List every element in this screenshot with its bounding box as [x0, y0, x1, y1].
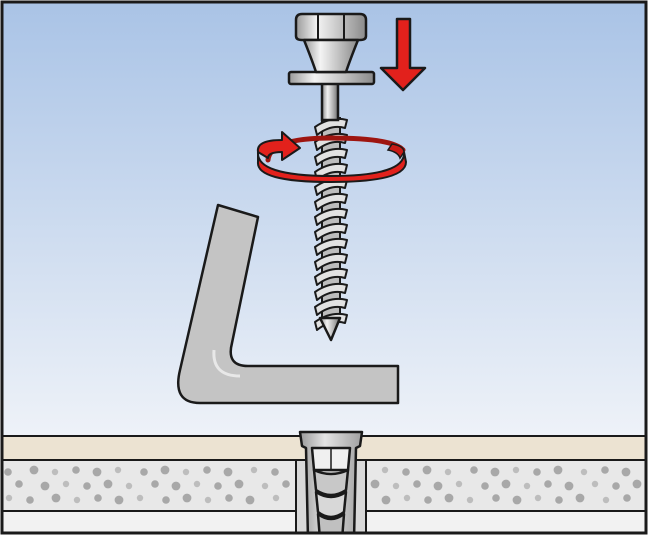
concrete-speckle	[591, 480, 599, 488]
concrete-speckle	[225, 494, 233, 502]
concrete-speckle	[214, 482, 222, 490]
concrete-speckle	[4, 468, 12, 476]
bracket-bend-highlight	[212, 349, 241, 378]
concrete-speckle	[534, 494, 542, 502]
concrete-speckle	[250, 466, 258, 474]
concrete-speckle	[103, 479, 113, 489]
concrete-speckle	[203, 466, 211, 474]
concrete-speckle	[422, 465, 432, 475]
hex-head-screw-icon	[294, 12, 368, 74]
concrete-speckle	[136, 494, 144, 502]
thread-turn	[314, 192, 348, 211]
concrete-speckle	[413, 480, 421, 488]
concrete-speckle	[92, 467, 102, 477]
concrete-speckle	[544, 480, 552, 488]
concrete-speckle	[555, 496, 563, 504]
concrete-speckle	[470, 466, 478, 474]
concrete-speckle	[512, 495, 522, 505]
washer-icon	[287, 70, 376, 86]
concrete-speckle	[612, 482, 620, 490]
thread-turn	[314, 147, 348, 166]
concrete-speckle	[424, 496, 432, 504]
concrete-speckle	[26, 496, 34, 504]
thread-turn	[314, 237, 348, 256]
concrete-speckles	[4, 465, 642, 505]
concrete-speckle	[182, 493, 192, 503]
concrete-speckle	[444, 468, 452, 476]
concrete-speckle	[553, 465, 563, 475]
concrete-speckle	[481, 482, 489, 490]
concrete-speckle	[245, 495, 255, 505]
concrete-speckle	[370, 479, 380, 489]
concrete-speckle	[403, 494, 411, 502]
concrete-speckle	[271, 468, 279, 476]
concrete-speckle	[151, 480, 159, 488]
wall-plug-icon	[298, 430, 364, 532]
concrete-speckle	[29, 465, 39, 475]
thread-turn	[314, 297, 348, 316]
thread-turn	[314, 222, 348, 241]
screw-tip	[318, 316, 342, 342]
concrete-speckle	[490, 467, 500, 477]
thread-turn	[314, 207, 348, 226]
concrete-speckle	[381, 466, 389, 474]
concrete-speckle	[15, 480, 23, 488]
concrete-speckle	[171, 481, 181, 491]
concrete-speckle	[5, 494, 13, 502]
concrete-speckle	[512, 466, 520, 474]
concrete-speckle	[51, 493, 61, 503]
concrete-speckle	[282, 480, 290, 488]
clockwise-rotation-icon	[256, 131, 408, 184]
concrete-speckle	[580, 468, 588, 476]
down-arrow-icon	[379, 17, 427, 92]
concrete-speckle	[223, 467, 233, 477]
concrete-speckle	[234, 479, 244, 489]
concrete-speckle	[523, 482, 531, 490]
concrete-speckle	[182, 468, 190, 476]
concrete-speckle	[623, 494, 631, 502]
concrete-speckle	[62, 480, 70, 488]
concrete-speckle	[94, 494, 102, 502]
concrete-speckle	[601, 466, 609, 474]
concrete-speckle	[72, 466, 80, 474]
concrete-speckle	[466, 496, 474, 504]
concrete-speckle	[402, 468, 410, 476]
concrete-speckle	[125, 482, 133, 490]
concrete-speckle	[162, 496, 170, 504]
thread-turn	[314, 267, 348, 286]
concrete-speckle	[193, 480, 201, 488]
thread-turn	[314, 282, 348, 301]
angle-bracket-icon	[177, 203, 400, 405]
concrete-speckle	[621, 467, 631, 477]
concrete-speckle	[444, 493, 454, 503]
concrete-speckle	[602, 496, 610, 504]
concrete-speckle	[160, 465, 170, 475]
thread-turn	[314, 117, 348, 136]
concrete-speckle	[433, 481, 443, 491]
concrete-speckle	[392, 482, 400, 490]
concrete-speckle	[381, 495, 391, 505]
concrete-speckle	[272, 494, 280, 502]
concrete-speckle	[73, 496, 81, 504]
concrete-speckle	[114, 466, 122, 474]
concrete-speckle	[501, 479, 511, 489]
concrete-speckle	[575, 493, 585, 503]
thread-turn	[314, 252, 348, 271]
concrete-speckle	[492, 494, 500, 502]
concrete-speckle	[83, 482, 91, 490]
concrete-speckle	[564, 481, 574, 491]
concrete-speckle	[51, 468, 59, 476]
concrete-speckle	[140, 468, 148, 476]
concrete-speckle	[261, 482, 269, 490]
concrete-speckle	[632, 479, 642, 489]
concrete-speckle	[114, 495, 124, 505]
concrete-speckle	[533, 468, 541, 476]
concrete-speckle	[455, 480, 463, 488]
concrete-speckle	[40, 481, 50, 491]
concrete-speckle	[204, 496, 212, 504]
